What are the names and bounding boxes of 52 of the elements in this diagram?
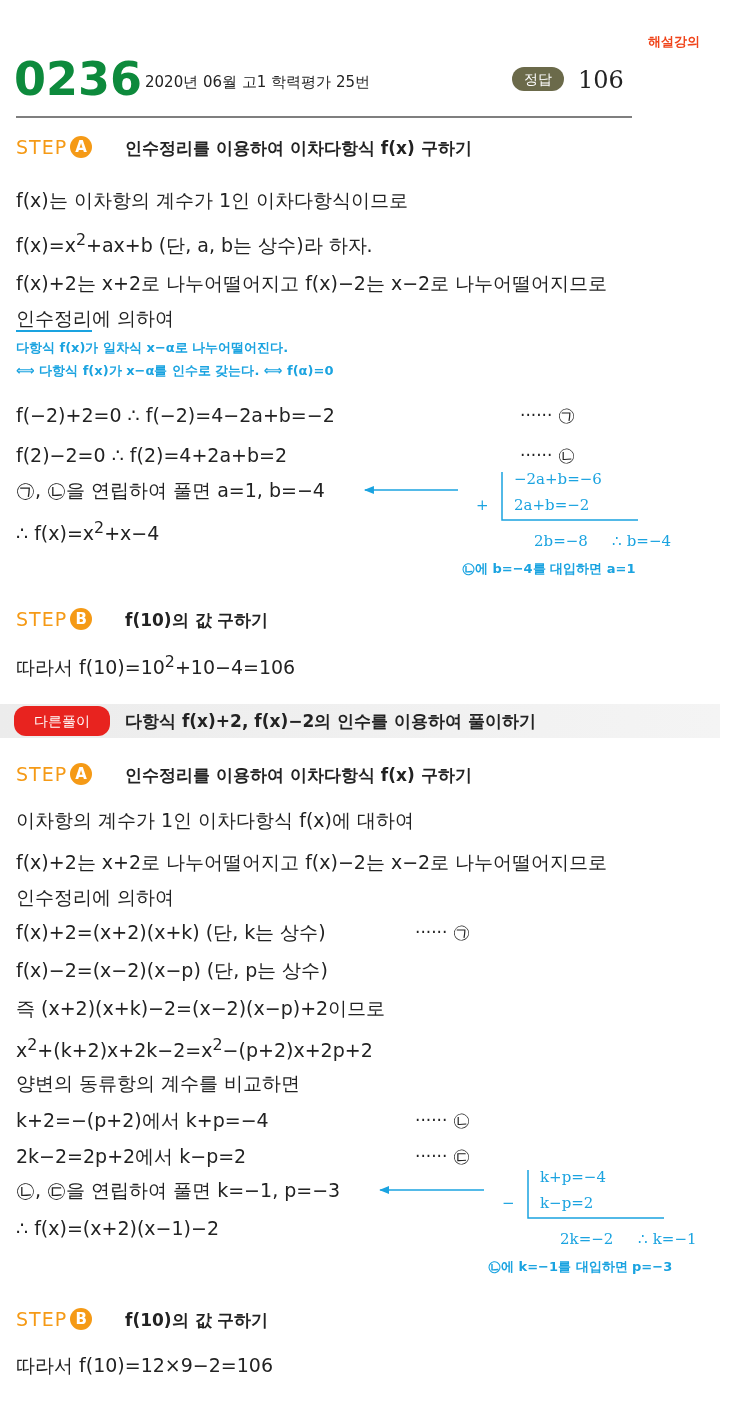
equation-text: ∴ f(x)=(x+2)(x−1)−2	[16, 1216, 219, 1240]
step-label: STEP	[16, 608, 68, 630]
equation-text: f(x)−2=(x−2)(x−p) (단, p는 상수)	[16, 958, 328, 982]
step-letter-badge: B	[70, 608, 93, 630]
step-title: 인수정리를 이용하여 이차다항식 f(x) 구하기	[125, 137, 472, 160]
solution-text: 따라서 f(10)=10$^{2}$+10−4=106	[16, 651, 296, 680]
equation-text: ㉡, ㉢을 연립하여 풀면 k=−1, p=−3	[16, 1178, 341, 1202]
source-text: 2020년 06월 고1 학력평가 25번	[145, 72, 370, 93]
equation-text: x$^{2}$+(k+2)x+2k−2=x$^{2}$−(p+2)x+2p+2	[16, 1034, 373, 1063]
arrow	[363, 486, 459, 494]
alt-solution-badge: 다른풀이	[14, 706, 110, 736]
equation-text: 즉 (x+2)(x+k)−2=(x−2)(x−p)+2이므로	[16, 996, 386, 1020]
theorem-note: ⟺ 다항식 f(x)가 x−α를 인수로 갖는다. ⟺ f(α)=0	[16, 362, 334, 380]
equation-mark: ······ ㉠	[520, 404, 575, 427]
step-label: STEP	[16, 1308, 68, 1330]
step-letter-badge: B	[70, 1308, 93, 1330]
answer-value: 106	[578, 66, 624, 94]
solution-text: f(x)+2는 x+2로 나누어떨어지고 f(x)−2는 x−2로 나누어떨어지므로	[16, 271, 608, 295]
solution-text: 이차항의 계수가 1인 이차다항식 f(x)에 대하여	[16, 808, 415, 832]
step-label: STEP	[16, 136, 68, 158]
equation-text: ∴ f(x)=x$^{2}$+x−4	[16, 517, 160, 546]
step-title: 인수정리를 이용하여 이차다항식 f(x) 구하기	[125, 764, 472, 787]
answer-badge: 정답	[512, 67, 564, 91]
equation-text: 2k−2=2p+2에서 k−p=2	[16, 1144, 247, 1168]
step-label: STEP	[16, 763, 68, 785]
solution-text: f(x)는 이차항의 계수가 1인 이차다항식이므로	[16, 188, 408, 212]
solution-text: f(x)=x$^{2}$+ax+b (단, a, b는 상수)라 하자.	[16, 229, 373, 258]
solution-text: 인수정리에 의하여	[16, 885, 175, 909]
solution-text: 인수정리에 의하여	[16, 306, 175, 330]
equation-text: f(2)−2=0 ∴ f(2)=4+2a+b=2	[16, 443, 288, 467]
theorem-note: 다항식 f(x)가 일차식 x−α로 나누어떨어진다.	[16, 339, 289, 357]
arrow	[379, 1186, 485, 1194]
solution-text: 양변의 동류항의 계수를 비교하면	[16, 1071, 301, 1095]
equation-mark: ······ ㉡	[415, 1109, 470, 1132]
calculation-block: + −2a+b=−6 2a+b=−2 2b=−8 ∴ b=−4 ㉡에 b=−4를 대입하면 a=1	[462, 470, 702, 588]
step-title: f(10)의 값 구하기	[125, 609, 269, 632]
equation-text: ㉠, ㉡을 연립하여 풀면 a=1, b=−4	[16, 478, 325, 502]
equation-text: k+2=−(p+2)에서 k+p=−4	[16, 1108, 269, 1132]
equation-mark: ······ ㉡	[520, 444, 575, 467]
problem-number: 0236	[14, 54, 143, 104]
equation-mark: ······ ㉠	[415, 921, 470, 944]
equation-text: f(−2)+2=0 ∴ f(−2)=4−2a+b=−2	[16, 403, 335, 427]
step-letter-badge: A	[70, 136, 93, 158]
solution-text: 따라서 f(10)=12×9−2=106	[16, 1353, 274, 1377]
equation-mark: ······ ㉢	[415, 1145, 470, 1168]
calculation-block: − k+p=−4 k−p=2 2k=−2 ∴ k=−1 ㉡에 k=−1를 대입하면 p=−3	[488, 1168, 718, 1276]
equation-text: f(x)+2=(x+2)(x+k) (단, k는 상수)	[16, 920, 326, 944]
step-title: f(10)의 값 구하기	[125, 1309, 269, 1332]
step-letter-badge: A	[70, 763, 93, 785]
solution-text: f(x)+2는 x+2로 나누어떨어지고 f(x)−2는 x−2로 나누어떨어지므로	[16, 850, 608, 874]
alt-solution-title: 다항식 f(x)+2, f(x)−2의 인수를 이용하여 풀이하기	[125, 710, 536, 733]
lecture-label: 해설강의	[648, 33, 700, 51]
